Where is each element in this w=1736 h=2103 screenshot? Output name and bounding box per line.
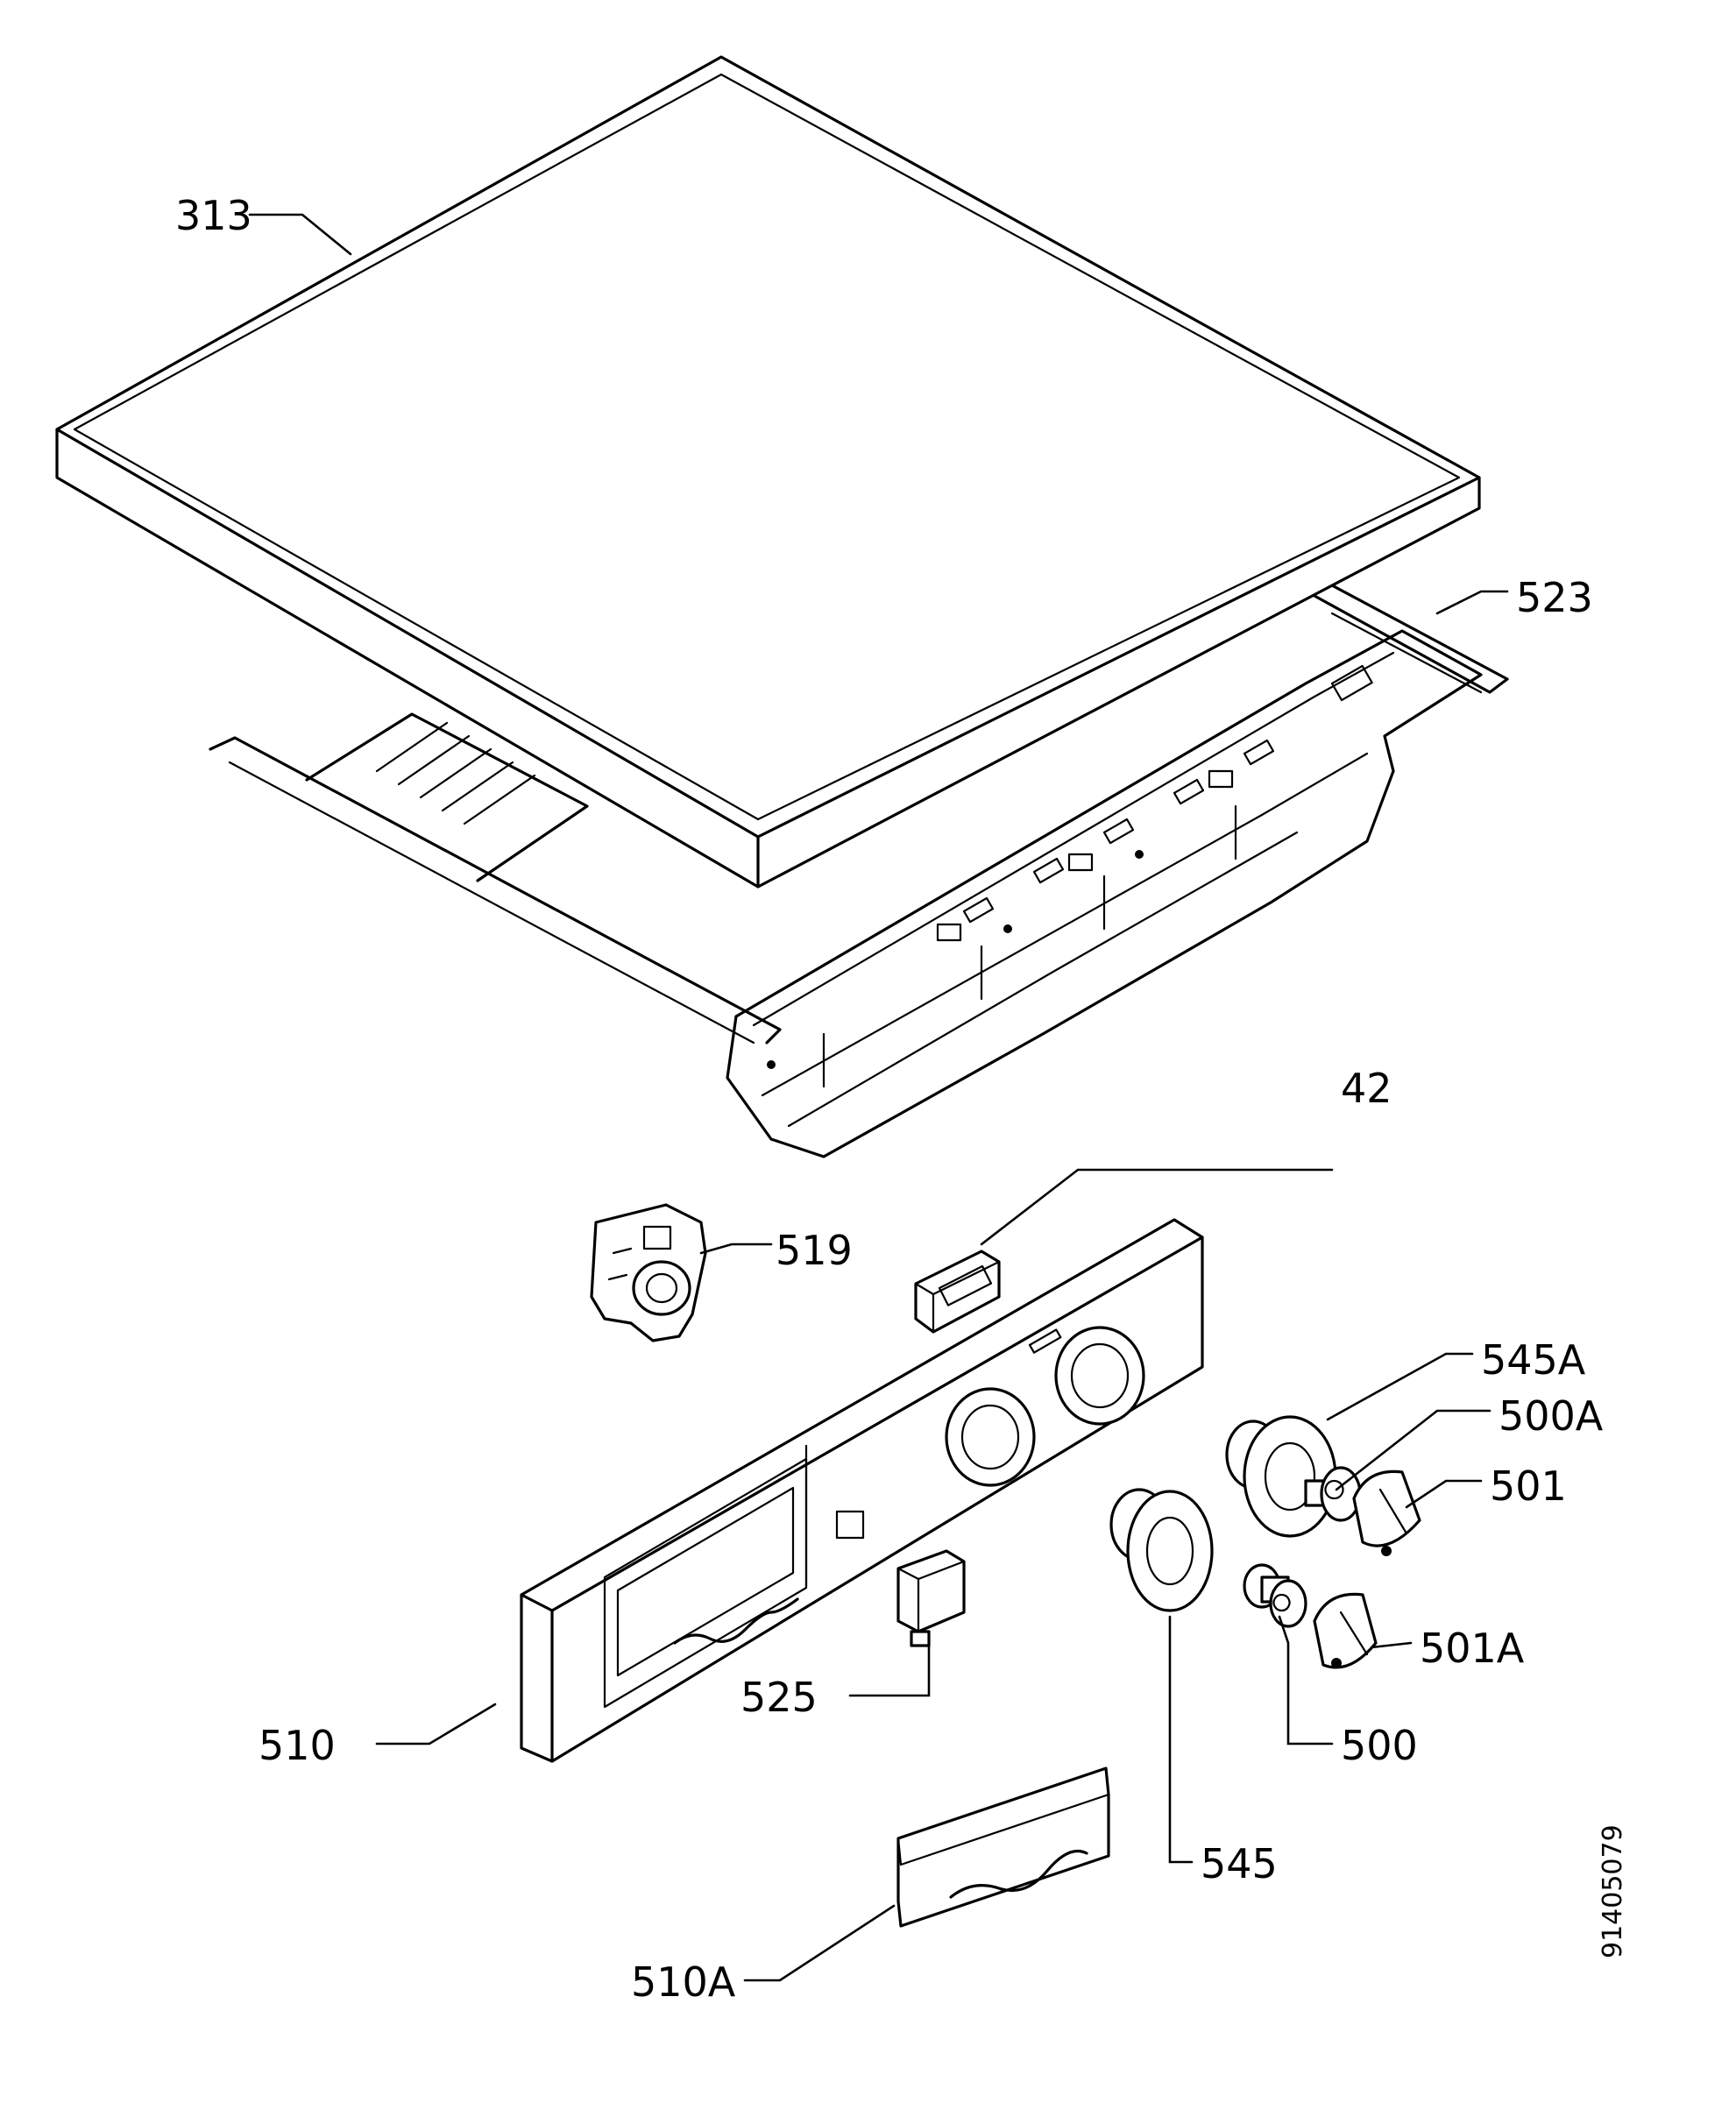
knob-assembly <box>1109 1415 1421 1669</box>
control-panel-510 <box>520 1218 1204 1763</box>
part-labels: 313 523 42 519 545A 500A 501 501A 500 52… <box>175 192 1628 2006</box>
document-number: 91405079 <box>1598 1824 1628 1958</box>
label-42: 42 <box>1341 1065 1392 1112</box>
label-510A: 510A <box>631 1958 736 2006</box>
bracket-519 <box>590 1203 707 1342</box>
top-cover <box>55 55 1481 889</box>
label-525: 525 <box>740 1674 818 1721</box>
label-510: 510 <box>259 1722 336 1769</box>
switch-42 <box>914 1250 1001 1334</box>
label-545A: 545A <box>1481 1336 1586 1384</box>
label-313: 313 <box>175 192 252 239</box>
label-501A: 501A <box>1420 1625 1525 1672</box>
label-501: 501 <box>1490 1462 1567 1510</box>
label-545: 545 <box>1201 1840 1278 1887</box>
switch-525 <box>896 1549 966 1647</box>
label-500A: 500A <box>1499 1392 1604 1440</box>
flap-510A <box>896 1767 1110 1928</box>
label-523: 523 <box>1516 574 1593 621</box>
label-519: 519 <box>776 1227 853 1274</box>
leader-lines <box>248 213 1509 1982</box>
label-500: 500 <box>1341 1722 1418 1769</box>
top-frame-crossmember <box>209 584 1509 1158</box>
